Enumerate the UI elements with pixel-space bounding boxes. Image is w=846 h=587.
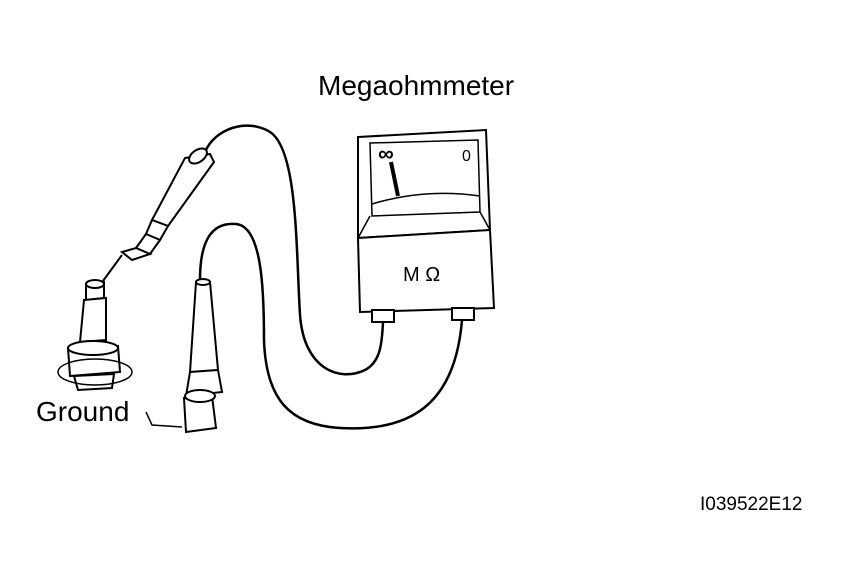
test-probe	[99, 147, 216, 286]
meter-terminal-left	[371, 309, 395, 323]
meter-needle	[389, 161, 400, 197]
ground-clip	[182, 278, 224, 434]
probe-lead-wire	[203, 124, 385, 376]
meter-front-panel	[356, 228, 496, 314]
meter-scale-zero: 0	[462, 148, 471, 165]
megaohmmeter-label: Megaohmmeter	[318, 70, 515, 101]
ground-lead-wire	[198, 222, 464, 430]
megaohmmeter	[356, 128, 496, 323]
ground-label: Ground	[36, 396, 130, 427]
spark-plug	[57, 279, 133, 392]
ground-leader-line	[145, 411, 183, 428]
meter-dial-arc	[371, 192, 481, 205]
meter-terminal-right	[451, 307, 475, 321]
meter-scale-infinity: ∞	[378, 141, 394, 166]
figure-id-label: I039522E12	[700, 494, 803, 515]
ground-clip-boot	[188, 281, 220, 374]
spark-plug-insulator	[78, 296, 107, 344]
meter-unit-label: M Ω	[403, 264, 440, 286]
